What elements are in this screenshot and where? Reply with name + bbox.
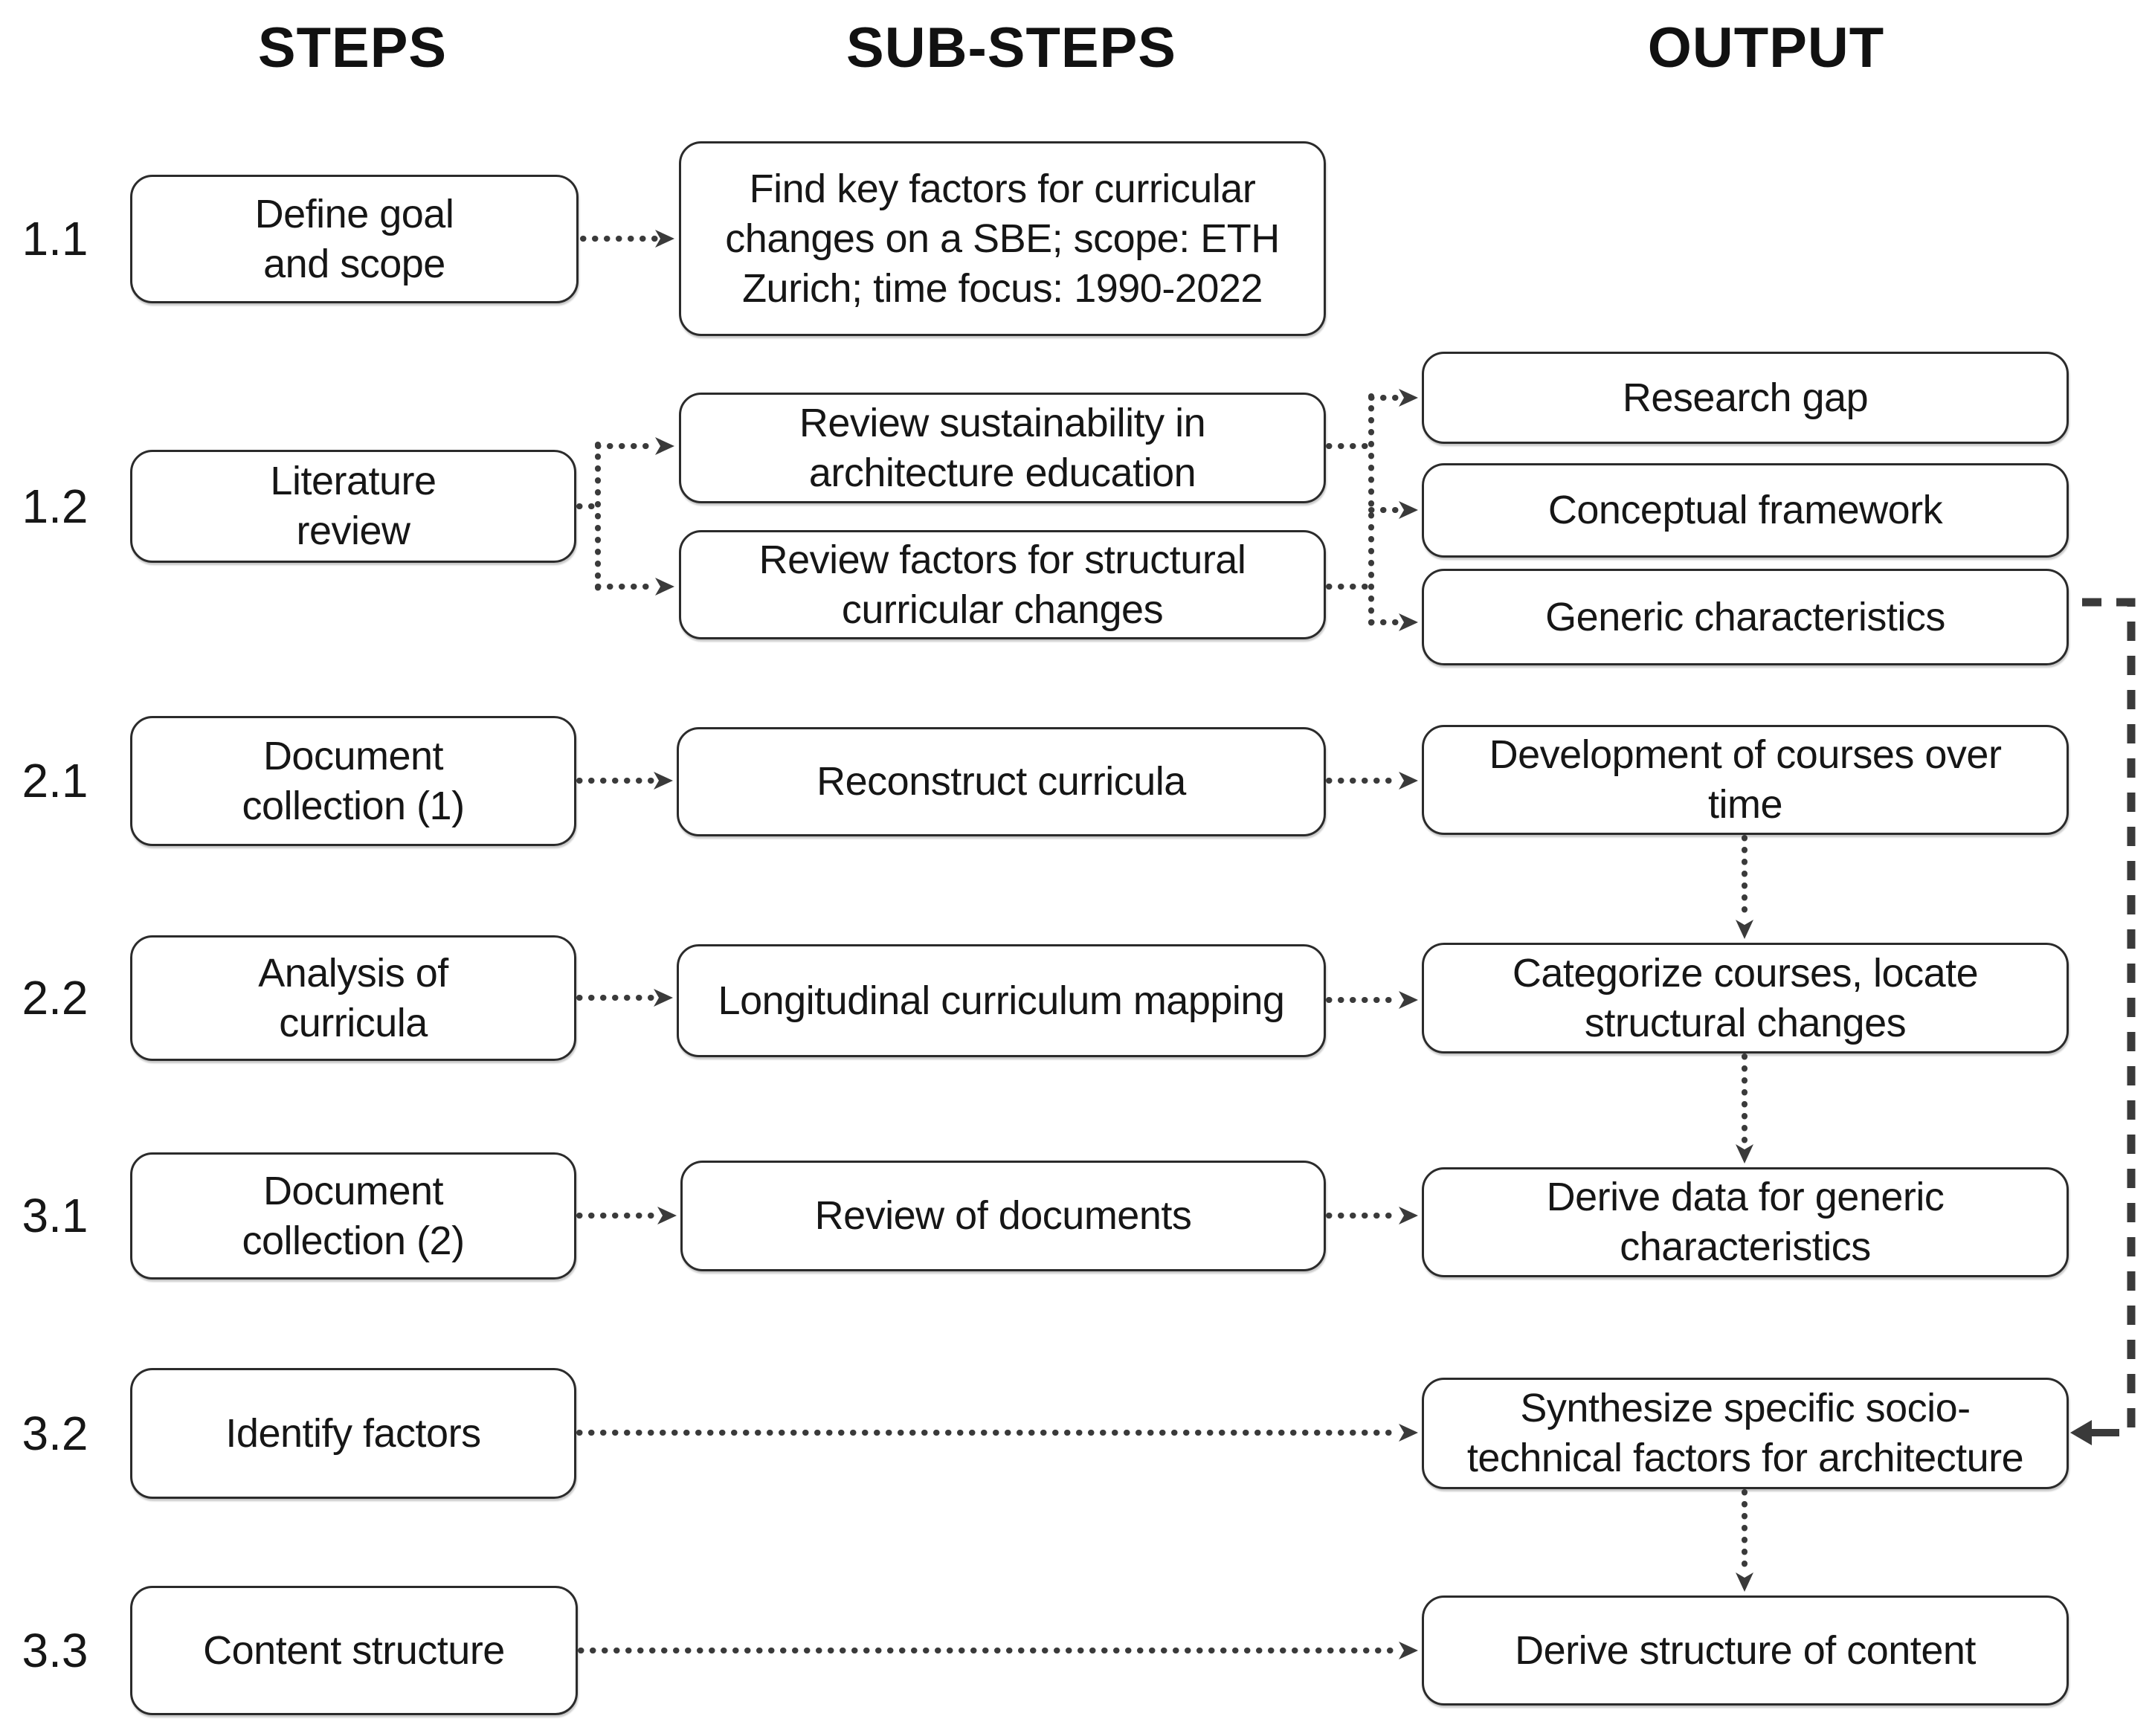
step-number-1-2: 1.2 — [22, 480, 88, 533]
step-box-document-collection-1: Document collection (1) — [130, 716, 576, 846]
substep-box-review-factors-label: Review factors for structural curricular… — [758, 537, 1246, 632]
substep-box-review-factors: Review factors for structural curricular… — [679, 530, 1326, 639]
step-box-document-collection-2: Document collection (2) — [130, 1152, 576, 1280]
output-box-research-gap: Research gap — [1422, 352, 2069, 444]
output-box-conceptual-framework: Conceptual framework — [1422, 463, 2069, 558]
substep-box-reconstruct-curricula: Reconstruct curricula — [677, 727, 1326, 836]
step-number-2-1: 2.1 — [22, 754, 88, 807]
step-number-3-1: 3.1 — [22, 1189, 88, 1242]
connector-feedback-dashed-line — [2082, 598, 2136, 1432]
step-number-3-2: 3.2 — [22, 1407, 88, 1460]
step-box-content-structure-label: Content structure — [203, 1627, 505, 1673]
substep-box-review-sustainability-label: Review sustainability in architecture ed… — [799, 400, 1206, 495]
step-box-analysis-curricula: Analysis of curricula — [130, 935, 576, 1061]
substep-box-find-key-factors: Find key factors for curricular changes … — [679, 141, 1326, 336]
step-number-2-2: 2.2 — [22, 971, 88, 1025]
output-box-generic-characteristics-label: Generic characteristics — [1545, 594, 1945, 639]
column-header-output: OUTPUT — [1647, 16, 1885, 80]
output-box-categorize-courses-label: Categorize courses, locate structural ch… — [1512, 950, 1979, 1045]
step-box-literature-review-label: Literature review — [270, 459, 437, 553]
substep-box-review-documents-label: Review of documents — [814, 1193, 1192, 1238]
step-box-define-goal-label: Define goal and scope — [254, 191, 454, 286]
output-box-derive-data-label: Derive data for generic characteristics — [1546, 1175, 1945, 1269]
output-box-derive-data: Derive data for generic characteristics — [1422, 1167, 2069, 1277]
step-box-literature-review: Literature review — [130, 450, 576, 563]
output-box-generic-characteristics: Generic characteristics — [1422, 569, 2069, 665]
step-number-1-1: 1.1 — [22, 212, 88, 265]
substep-box-find-key-factors-label: Find key factors for curricular changes … — [725, 166, 1280, 311]
step-box-document-collection-1-label: Document collection (1) — [242, 733, 465, 828]
substep-box-longitudinal-mapping-label: Longitudinal curriculum mapping — [718, 978, 1285, 1023]
output-box-conceptual-framework-label: Conceptual framework — [1547, 488, 1943, 532]
column-header-steps: STEPS — [257, 16, 448, 80]
output-box-derive-structure: Derive structure of content — [1422, 1595, 2069, 1706]
column-header-sub-steps: SUB-STEPS — [846, 16, 1176, 80]
substep-box-review-documents: Review of documents — [680, 1161, 1326, 1271]
connector-feedback-arrowhead — [2070, 1420, 2092, 1445]
output-box-synthesize-factors: Synthesize specific socio- technical fac… — [1422, 1378, 2069, 1489]
output-box-synthesize-factors-label: Synthesize specific socio- technical fac… — [1466, 1386, 2024, 1480]
substep-box-review-sustainability: Review sustainability in architecture ed… — [679, 393, 1326, 503]
output-box-development-courses: Development of courses over time — [1422, 725, 2069, 835]
step-box-analysis-curricula-label: Analysis of curricula — [258, 950, 448, 1045]
step-number-3-3: 3.3 — [22, 1624, 88, 1677]
substep-box-longitudinal-mapping: Longitudinal curriculum mapping — [677, 944, 1326, 1057]
output-box-derive-structure-label: Derive structure of content — [1515, 1627, 1976, 1673]
step-box-content-structure: Content structure — [130, 1586, 578, 1715]
output-box-categorize-courses: Categorize courses, locate structural ch… — [1422, 943, 2069, 1053]
output-box-development-courses-label: Development of courses over time — [1489, 732, 2002, 827]
step-box-document-collection-2-label: Document collection (2) — [242, 1168, 465, 1263]
substep-box-reconstruct-curricula-label: Reconstruct curricula — [816, 759, 1186, 804]
output-box-research-gap-label: Research gap — [1622, 375, 1869, 420]
step-box-identify-factors: Identify factors — [130, 1368, 576, 1499]
step-box-identify-factors-label: Identify factors — [225, 1410, 481, 1456]
step-box-define-goal: Define goal and scope — [130, 175, 579, 303]
